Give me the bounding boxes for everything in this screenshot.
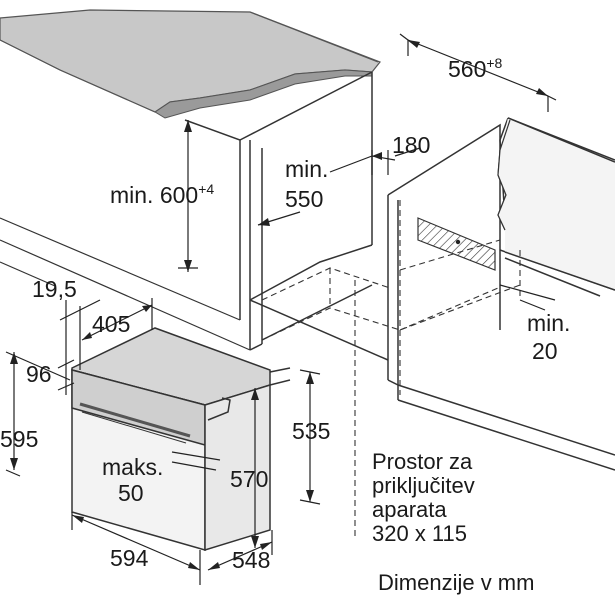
dim-560-tolerance: +8 <box>486 55 503 71</box>
dim-maks-50-line1: maks. <box>102 454 164 480</box>
dim-19-5: 19,5 <box>32 276 77 302</box>
connection-point <box>455 239 461 245</box>
connection-space-note: Prostor za priključitev aparata 320 x 11… <box>372 450 475 546</box>
dimension-lines <box>5 33 557 585</box>
note-line-2: priključitev <box>372 473 475 498</box>
dim-maks-50-line2: 50 <box>118 480 144 506</box>
dim-548: 548 <box>232 547 271 573</box>
note-line-3: aparata <box>372 497 447 522</box>
dimension-arrows <box>10 40 548 570</box>
floor-lines <box>0 217 251 351</box>
oven <box>71 327 291 552</box>
dim-min-550-line1: min. <box>285 156 329 182</box>
note-line-1: Prostor za <box>372 449 473 474</box>
dim-595: 595 <box>0 426 39 452</box>
note-line-4: 320 x 115 <box>372 521 468 546</box>
countertop <box>0 9 381 119</box>
dim-min-600-tolerance: +4 <box>198 181 215 197</box>
hidden-lines <box>261 200 521 540</box>
dim-min-550-line2: 550 <box>285 186 324 212</box>
dim-405: 405 <box>92 311 131 337</box>
dim-560: 560+8 <box>448 55 503 82</box>
units-caption: Dimenzije v mm <box>378 570 535 595</box>
connection-area <box>417 217 496 271</box>
dim-570: 570 <box>230 466 269 492</box>
dim-96: 96 <box>26 361 52 387</box>
dim-min-600-value: min. 600 <box>110 182 199 208</box>
dim-min-20-line2: 20 <box>532 338 558 364</box>
dim-180: 180 <box>392 132 431 158</box>
dim-535: 535 <box>292 418 331 444</box>
dim-min-20-line1: min. <box>527 310 571 336</box>
dim-min-600: min. 600+4 <box>110 181 215 208</box>
dim-560-value: 560 <box>448 56 487 82</box>
cabinet <box>184 71 615 471</box>
dim-594: 594 <box>110 545 149 571</box>
